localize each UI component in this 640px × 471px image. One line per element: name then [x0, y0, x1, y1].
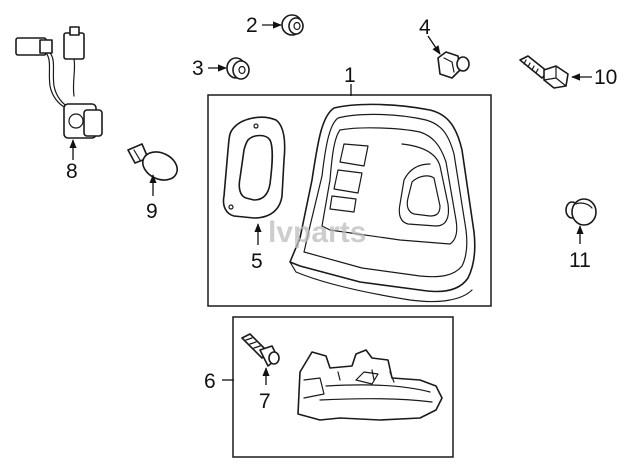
callout-11: 11: [569, 249, 591, 272]
watermark-text: lvparts: [268, 216, 366, 249]
socket-part: [241, 333, 280, 367]
callout-4: 4: [419, 16, 431, 39]
bulb-wedge: [127, 143, 179, 181]
tail-lamp-assembly: [289, 103, 476, 303]
retainer-part: [565, 198, 597, 226]
lamp-assembly-frame: [207, 94, 492, 307]
leader-arrow-4: [427, 35, 441, 55]
lamp-base-frame: [232, 316, 454, 458]
callout-9: 9: [146, 200, 158, 223]
callout-3: 3: [192, 57, 204, 80]
wiring-harness: [15, 26, 103, 139]
clip-part: [437, 51, 470, 79]
callout-5: 5: [251, 250, 263, 273]
callout-6: 6: [204, 370, 216, 393]
callout-7: 7: [259, 390, 271, 413]
callout-2: 2: [246, 14, 258, 37]
callout-8: 8: [66, 160, 78, 183]
callout-10: 10: [594, 66, 617, 89]
grommet-small: [281, 14, 304, 36]
lamp-base-housing: [297, 349, 443, 421]
callout-1: 1: [344, 64, 356, 87]
bolt-part: [519, 55, 569, 89]
nut-part: [226, 57, 250, 80]
lamp-gasket: [222, 116, 286, 219]
